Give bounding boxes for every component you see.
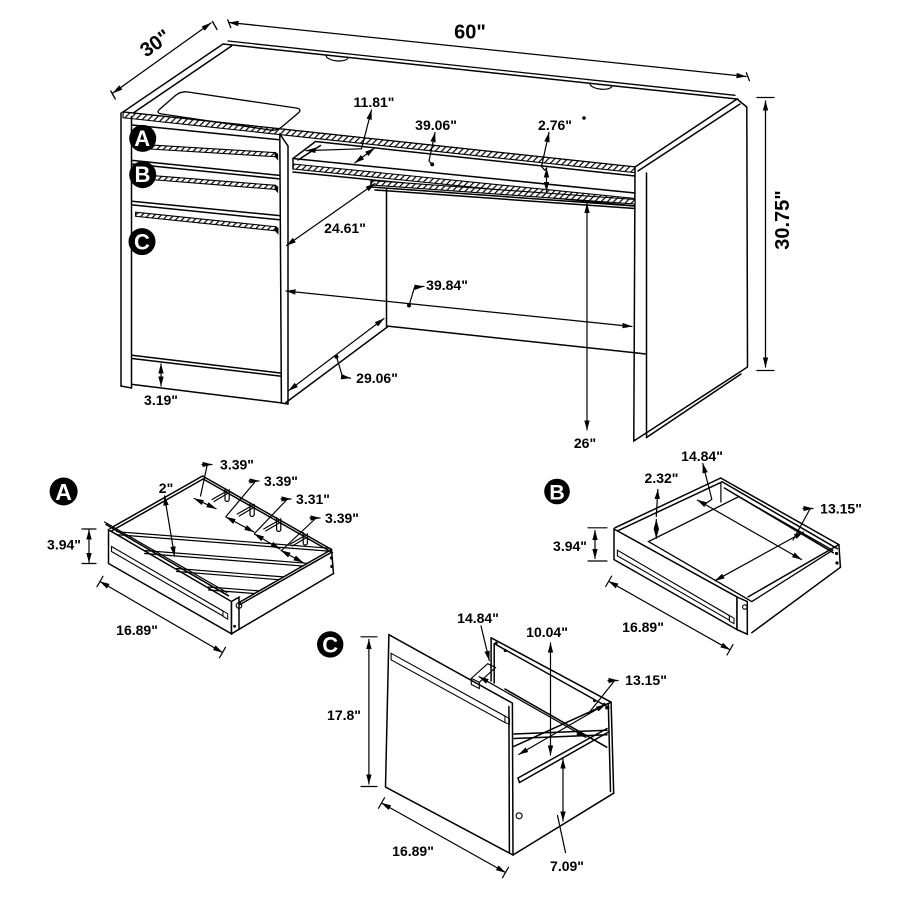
svg-text:2": 2" bbox=[159, 480, 173, 496]
svg-text:17.8": 17.8" bbox=[327, 707, 361, 723]
svg-text:C: C bbox=[134, 230, 150, 255]
svg-text:39.84": 39.84" bbox=[426, 277, 468, 293]
svg-text:10.04": 10.04" bbox=[526, 624, 568, 640]
svg-text:29.06": 29.06" bbox=[356, 370, 398, 386]
svg-text:16.89": 16.89" bbox=[392, 843, 434, 859]
svg-text:2.32": 2.32" bbox=[645, 470, 679, 486]
svg-text:13.15": 13.15" bbox=[820, 501, 862, 517]
svg-text:3.19": 3.19" bbox=[144, 392, 178, 408]
svg-text:3.39": 3.39" bbox=[264, 473, 298, 489]
svg-text:39.06": 39.06" bbox=[415, 117, 457, 133]
svg-text:3.39": 3.39" bbox=[325, 510, 359, 526]
svg-text:60": 60" bbox=[454, 22, 486, 44]
svg-text:B: B bbox=[549, 480, 565, 504]
svg-text:14.84": 14.84" bbox=[457, 610, 499, 626]
svg-text:13.15": 13.15" bbox=[625, 672, 667, 688]
svg-text:24.61": 24.61" bbox=[324, 220, 366, 236]
svg-text:3.94": 3.94" bbox=[47, 537, 81, 553]
svg-text:C: C bbox=[322, 633, 338, 658]
svg-text:3.94": 3.94" bbox=[553, 538, 587, 554]
svg-text:26": 26" bbox=[574, 435, 596, 451]
svg-text:11.81": 11.81" bbox=[354, 94, 395, 110]
svg-text:30": 30" bbox=[136, 26, 175, 62]
svg-text:A: A bbox=[134, 126, 150, 151]
svg-text:3.39": 3.39" bbox=[220, 457, 254, 473]
svg-text:A: A bbox=[55, 479, 72, 505]
svg-text:16.89": 16.89" bbox=[116, 622, 158, 638]
svg-text:14.84": 14.84" bbox=[681, 448, 723, 464]
svg-text:16.89": 16.89" bbox=[622, 619, 664, 635]
svg-text:7.09": 7.09" bbox=[550, 858, 584, 874]
svg-text:3.31": 3.31" bbox=[296, 491, 330, 507]
svg-text:30.75": 30.75" bbox=[772, 190, 794, 250]
svg-text:2.76": 2.76" bbox=[538, 117, 572, 133]
svg-text:B: B bbox=[134, 162, 150, 187]
